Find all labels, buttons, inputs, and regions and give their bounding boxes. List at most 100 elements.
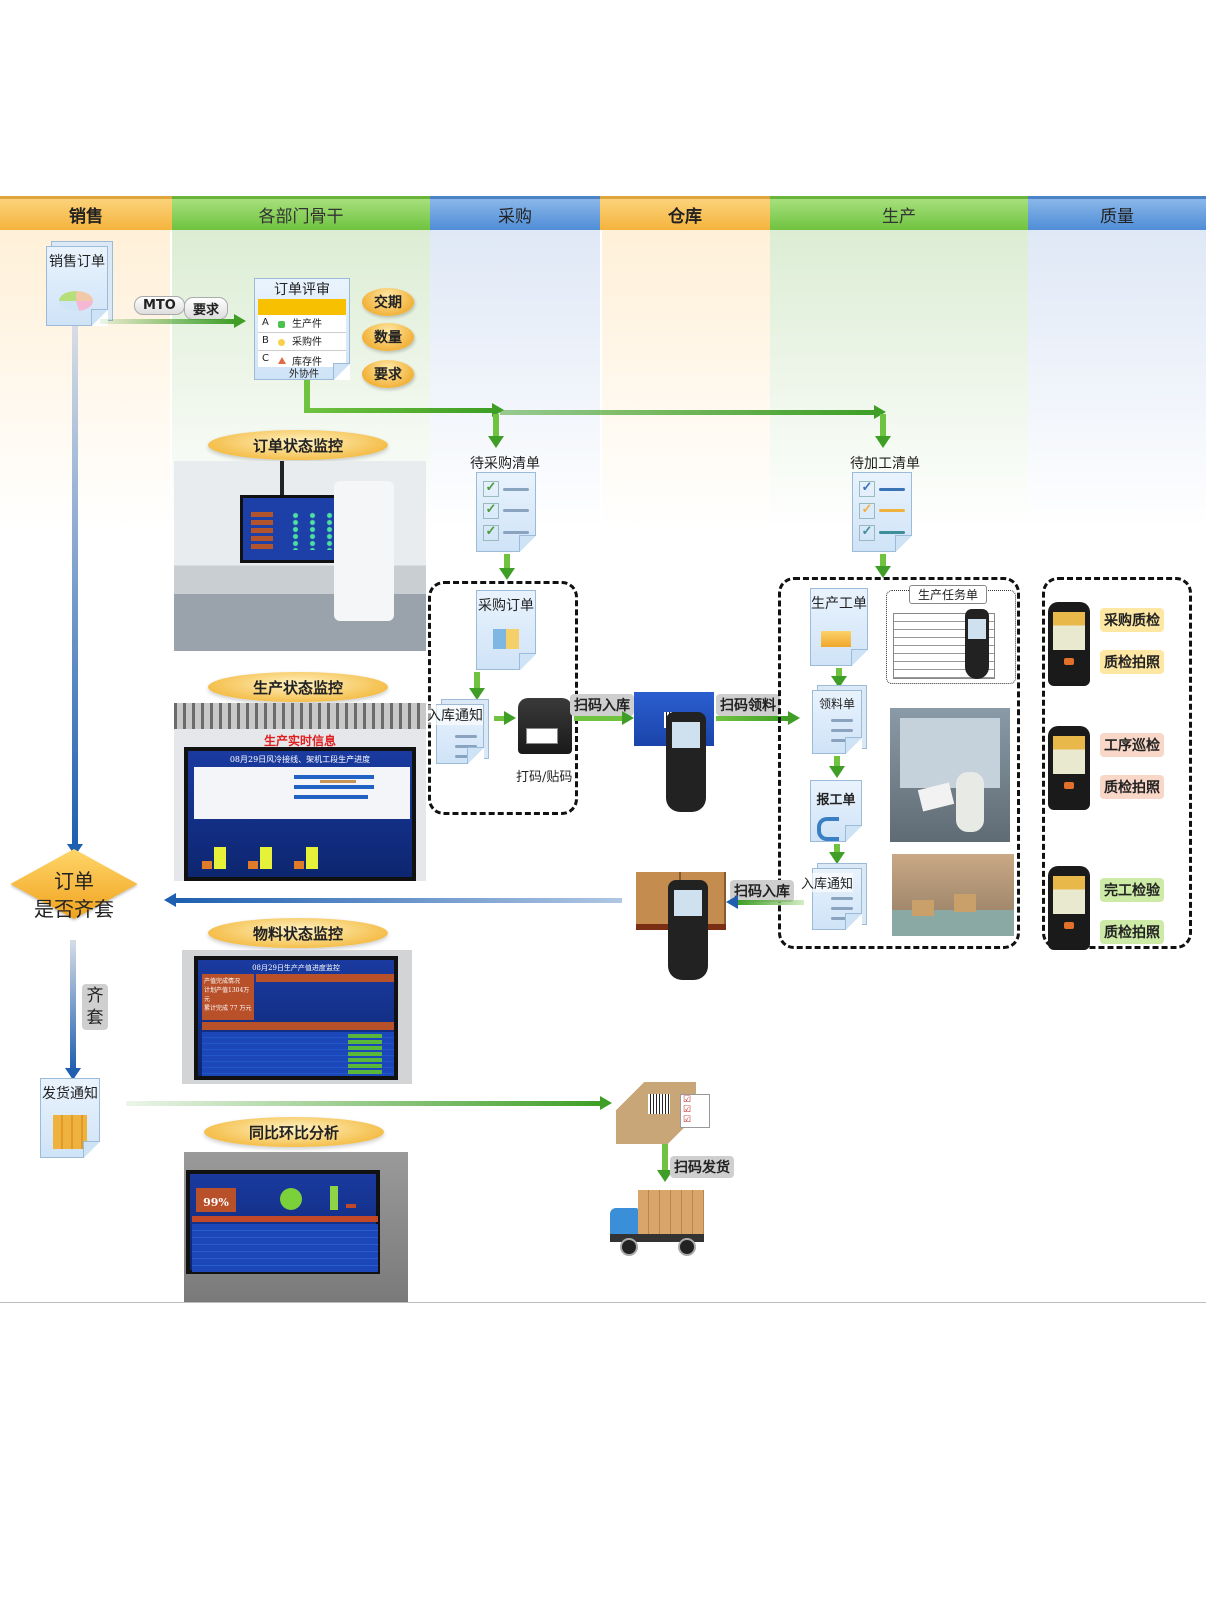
bottom-divider [0, 1302, 1206, 1303]
arrow-to-printer [494, 711, 516, 725]
work-order-label: 生产工单 [811, 596, 867, 612]
summary-line: 累计完成 77 万元 [204, 1005, 252, 1012]
production-screen: 08月29日风冷接线、架机工段生产进度 [184, 747, 416, 881]
material-status-monitor-photo: 08月29日生产产值进度监控 产值完成情况 计划产值1304万元 累计完成 77… [182, 950, 412, 1084]
checkbox-icon: ✓ [859, 525, 875, 541]
scan-pick-tag: 扫码领料 [716, 694, 780, 716]
decision-line: 是否齐套 [34, 897, 114, 921]
quality-check-tag: 采购质检 [1100, 608, 1164, 632]
finished-scan-inbound-tag: 扫码入库 [730, 880, 794, 902]
kit-complete-decision[interactable]: 订单 是否齐套 [0, 848, 148, 937]
boxes-icon [53, 1115, 87, 1149]
checkbox-icon: ✓ [483, 503, 499, 519]
review-table: A 生产件 B 采购件 C 库存件 [258, 315, 346, 368]
work-order-doc[interactable]: 生产工单 [810, 588, 868, 666]
lane-header-quality: 质量 [1028, 196, 1206, 230]
arrow-down-production-list [875, 414, 891, 448]
production-screen-title: 08月29日风冷接线、架机工段生产进度 [229, 755, 371, 764]
order-status-monitor-photo [174, 461, 426, 651]
arrow-review-down [304, 380, 310, 410]
order-status-monitor-title: 订单状态监控 [208, 430, 388, 460]
delivery-truck-icon [608, 1190, 706, 1258]
yellow-circle-icon [278, 339, 285, 346]
pda-device-icon [1048, 602, 1090, 686]
lane-label: 销售 [69, 207, 103, 227]
review-row: C 库存件 [258, 351, 346, 368]
arrow-inbound-to-decision [164, 893, 622, 907]
arrow-down-work-report [829, 756, 845, 778]
decision-text: 订单 是否齐套 [0, 867, 148, 923]
pending-production-list-doc[interactable]: ✓ ✓ ✓ [852, 472, 912, 552]
ship-notice-doc[interactable]: 发货通知 [40, 1078, 100, 1158]
task-sheet-photo: 生产任务单 [886, 585, 1016, 684]
purchase-order-doc[interactable]: 采购订单 [476, 590, 536, 670]
review-row-letter: B [262, 335, 269, 346]
arrow-to-production [500, 405, 886, 419]
quality-check-tag: 完工检验 [1100, 878, 1164, 902]
yoy-analysis-title: 同比环比分析 [204, 1117, 384, 1147]
ship-notice-label: 发货通知 [42, 1086, 98, 1102]
quality-photo-tag: 质检拍照 [1100, 775, 1164, 799]
scan-inbound-tag: 扫码入库 [570, 694, 634, 716]
order-review-title: 订单评审 [274, 282, 330, 298]
sales-order-doc[interactable]: 销售订单 [46, 246, 108, 326]
packing-line-photo [892, 854, 1014, 936]
task-sheet-label: 生产任务单 [909, 585, 988, 604]
yoy-analysis-monitor-photo: 99% [184, 1152, 408, 1302]
order-review-doc[interactable]: 订单评审 A 生产件 B 采购件 C 库存件 外协件 [254, 278, 350, 380]
lane-label: 各部门骨干 [258, 207, 344, 227]
handheld-scanner-icon [666, 712, 706, 812]
pda-device-icon [1048, 866, 1090, 950]
pda-device-icon [1048, 726, 1090, 810]
review-row-label: 采购件 [292, 337, 322, 348]
scan-ship-tag: 扫码发货 [670, 1156, 734, 1178]
lane-header-sales: 销售 [0, 196, 172, 230]
work-report-label: 报工单 [816, 793, 856, 808]
yoy-rate: 99% [196, 1188, 236, 1212]
criteria-delivery-date: 交期 [362, 288, 414, 316]
lane-header-warehouse: 仓库 [600, 196, 770, 230]
mto-tag: MTO [134, 296, 185, 315]
box-icon [821, 631, 851, 647]
material-status-monitor-title: 物料状态监控 [208, 918, 388, 948]
material-screen: 08月29日生产产值进度监控 产值完成情况 计划产值1304万元 累计完成 77… [194, 956, 398, 1080]
lane-body-quality [1028, 230, 1206, 530]
production-inbound-notice-doc[interactable]: 入库通知 [801, 868, 862, 930]
review-row-label: 库存件 [292, 357, 322, 368]
green-hexagon-icon [278, 321, 285, 328]
checkbox-icon: ✓ [859, 503, 875, 519]
arrow-ship-notice-to-goods [126, 1096, 612, 1110]
arrow-sales-to-review [100, 314, 246, 328]
pie-chart-icon [59, 291, 93, 311]
arrow-down-truck [657, 1144, 673, 1182]
pending-purchase-list-doc[interactable]: ✓ ✓ ✓ [476, 472, 536, 552]
review-extra-label: 外协件 [289, 369, 319, 380]
pending-purchase-list-label: 待采购清单 [470, 456, 540, 472]
cubes-icon [493, 629, 519, 649]
print-label-caption: 打码/贴码 [516, 770, 573, 785]
quality-photo-tag: 质检拍照 [1100, 650, 1164, 674]
label-printer-icon [518, 698, 572, 754]
scanning-card-photo [890, 708, 1010, 842]
production-status-monitor-photo: 生产实时信息 08月29日风冷接线、架机工段生产进度 [174, 703, 426, 881]
review-row: A 生产件 [258, 315, 346, 333]
red-triangle-icon [278, 357, 286, 364]
purchase-order-label: 采购订单 [478, 598, 534, 614]
arrow-inbound-to-pallet [726, 895, 804, 909]
checkbox-icon: ✓ [483, 525, 499, 541]
arrow-down-inbound [829, 844, 845, 864]
criteria-quantity: 数量 [362, 323, 414, 351]
pending-production-list-label: 待加工清单 [850, 456, 920, 472]
work-report-doc[interactable]: 报工单 [810, 780, 862, 842]
arrow-down-inbound-notice [469, 672, 485, 700]
quality-check-tag: 工序巡检 [1100, 733, 1164, 757]
summary-line: 产值完成情况 [204, 978, 241, 985]
production-process-group [778, 577, 1020, 949]
picking-list-doc[interactable]: 领料单 [812, 690, 862, 754]
review-row-letter: A [262, 317, 269, 328]
purchase-inbound-notice-doc[interactable]: 入库通知 [427, 704, 484, 764]
realtime-info-sign: 生产实时信息 [263, 734, 336, 748]
checkbox-icon: ✓ [859, 481, 875, 497]
requirement-tag: 要求 [184, 297, 229, 320]
arrow-down-purchase-order [499, 554, 515, 580]
